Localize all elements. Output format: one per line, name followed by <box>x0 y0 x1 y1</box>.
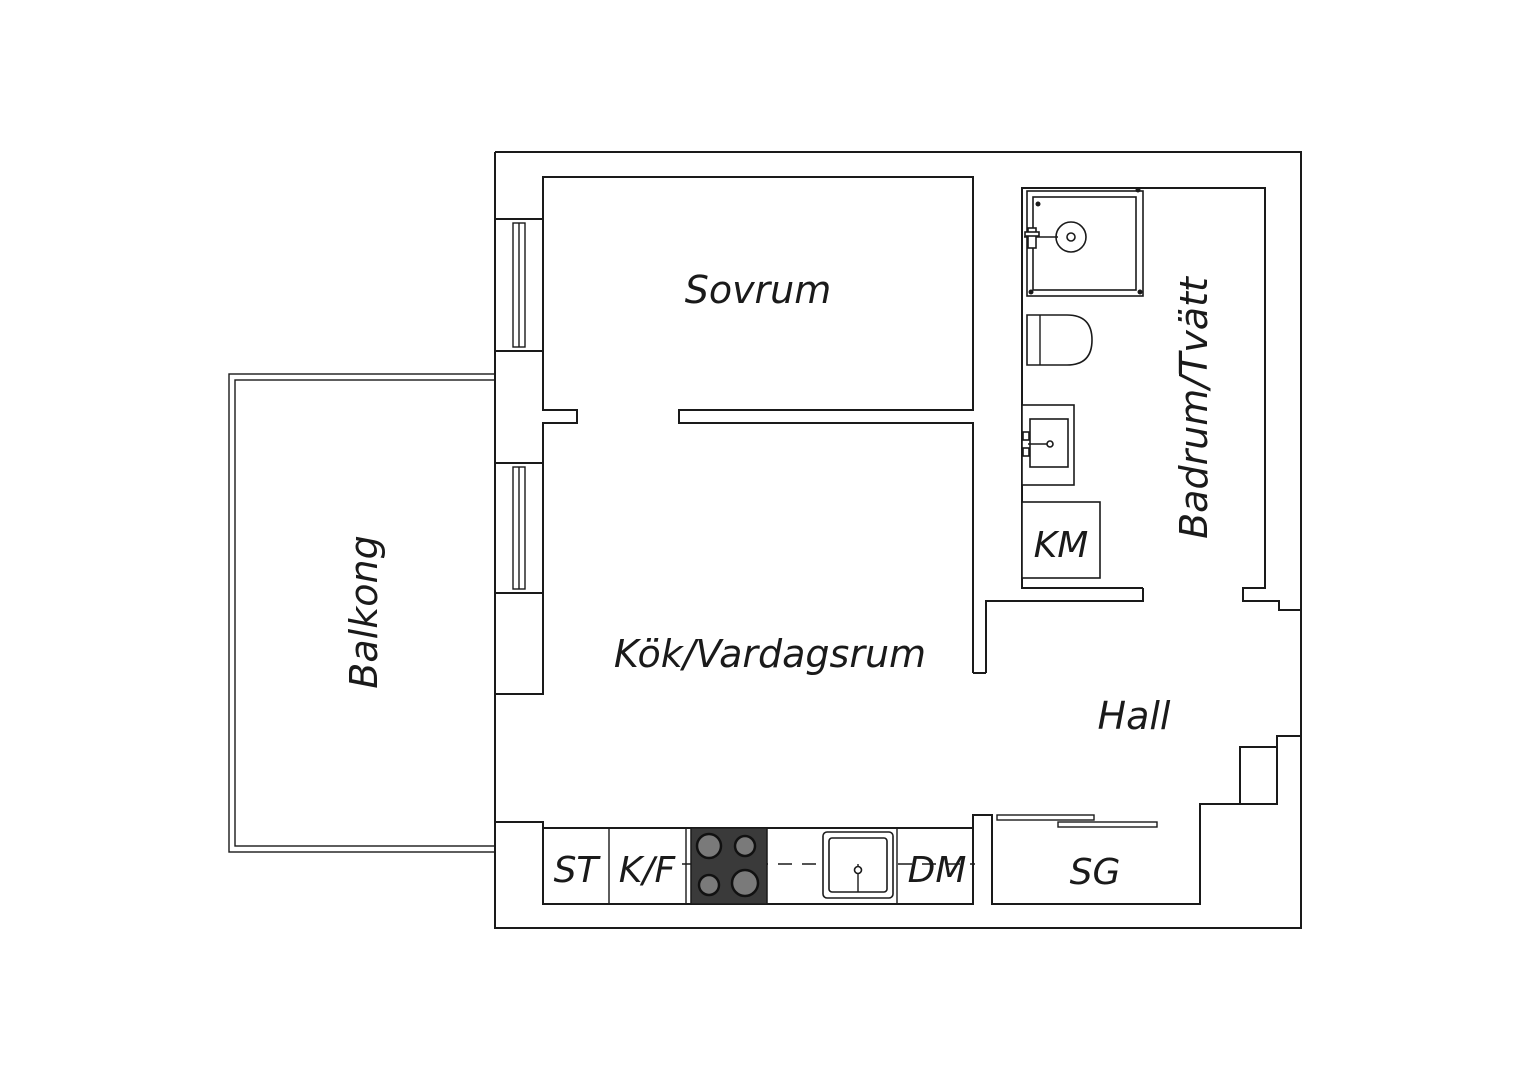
window-bedroom <box>495 218 544 352</box>
stove <box>690 827 768 905</box>
room-label-badrum-tvatt: Badrum/Tvätt <box>1172 275 1216 539</box>
appliance-label-km: KM <box>1034 525 1089 566</box>
bedroom-walls <box>495 176 1144 695</box>
hall-walls <box>972 735 1301 905</box>
balcony <box>228 373 496 853</box>
appliance-label-st: ST <box>554 850 602 891</box>
window-living <box>495 462 544 594</box>
bathroom-sink <box>1021 404 1075 486</box>
kitchen-sink <box>822 831 894 899</box>
room-label-hall: Hall <box>1098 694 1171 738</box>
appliance-label-sg: SG <box>1070 852 1121 893</box>
outer-walls <box>494 151 1302 929</box>
room-label-sovrum: Sovrum <box>685 268 832 312</box>
room-label-balkong: Balkong <box>342 535 386 688</box>
appliance-label-kf: K/F <box>619 850 677 891</box>
appliance-label-dm: DM <box>908 850 967 891</box>
shower <box>1024 187 1144 297</box>
toilet <box>1026 314 1093 366</box>
washing-machine <box>1021 501 1101 579</box>
room-label-kok-vardagsrum: Kök/Vardagsrum <box>614 632 926 676</box>
wardrobe-doors <box>996 814 1158 828</box>
bathroom-walls <box>973 187 1301 674</box>
